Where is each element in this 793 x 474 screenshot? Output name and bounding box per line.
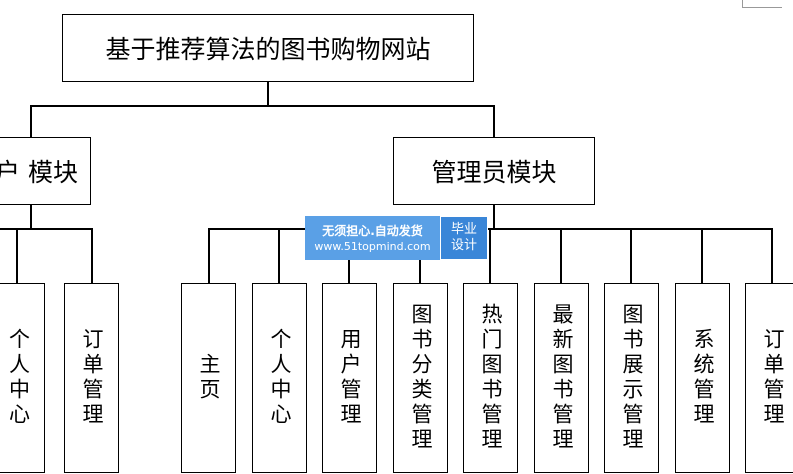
watermark-url: www.51topmind.com (314, 239, 431, 253)
connector-top-bus (30, 105, 494, 107)
connector-admin-child-6 (560, 228, 562, 284)
user-child-node-2-label: 订单管理 (80, 328, 104, 428)
root-node: 基于推荐算法的图书购物网站 (62, 14, 474, 82)
module-node-user-label: 用户 模块 (0, 158, 78, 187)
watermark-badge-line-2: 设计 (450, 238, 477, 253)
admin-child-node-3-label: 用户管理 (338, 328, 362, 428)
root-node-label: 基于推荐算法的图书购物网站 (105, 35, 431, 64)
admin-child-node-5: 热门图书管理 (463, 283, 518, 473)
connector-user-down (30, 204, 32, 229)
connector-admin-child-7 (630, 228, 632, 284)
connector-admin-child-1 (208, 228, 210, 284)
admin-child-node-3: 用户管理 (322, 283, 377, 473)
admin-child-node-4: 图书分类管理 (393, 283, 448, 473)
connector-user-up (30, 105, 32, 138)
watermark-text-block: 无须担心.自动发货 www.51topmind.com (305, 216, 440, 260)
admin-child-node-8: 系统管理 (675, 283, 730, 473)
admin-child-node-7: 图书展示管理 (604, 283, 659, 473)
admin-child-node-2-label: 个人中心 (268, 328, 292, 428)
watermark-slogan: 无须担心.自动发货 (322, 223, 423, 238)
connector-user-child-2 (91, 228, 93, 284)
admin-child-node-7-label: 图书展示管理 (620, 303, 644, 453)
connector-user-bus (0, 228, 92, 230)
user-child-node-2: 订单管理 (64, 283, 119, 473)
admin-child-node-8-label: 系统管理 (691, 328, 715, 428)
admin-child-node-6-label: 最新图书管理 (550, 303, 574, 453)
module-node-admin-label: 管理员模块 (431, 158, 557, 187)
connector-admin-child-8 (701, 228, 703, 284)
admin-child-node-9-label: 订单管理 (761, 328, 785, 428)
connector-admin-up (493, 105, 495, 138)
connector-root-down (267, 81, 269, 106)
watermark-banner: 无须担心.自动发货 www.51topmind.com 毕业 设计 (305, 216, 488, 260)
admin-child-node-6: 最新图书管理 (534, 283, 589, 473)
user-child-node-1: 个人中心 (0, 283, 45, 473)
admin-child-node-5-label: 热门图书管理 (479, 303, 503, 453)
connector-admin-down (493, 204, 495, 229)
admin-child-node-4-label: 图书分类管理 (409, 303, 433, 453)
module-node-admin: 管理员模块 (393, 137, 595, 205)
connector-admin-child-2 (278, 228, 280, 284)
user-child-node-1-label: 个人中心 (6, 328, 31, 428)
admin-child-node-2: 个人中心 (252, 283, 307, 473)
connector-admin-child-9 (771, 228, 773, 284)
connector-user-child-1 (16, 228, 18, 284)
admin-child-node-9: 订单管理 (745, 283, 793, 473)
module-node-user: 用户 模块 (0, 137, 91, 205)
watermark-badge: 毕业 设计 (440, 216, 488, 260)
admin-child-node-1: 主页 (181, 283, 236, 473)
page-corner-mark (742, 0, 782, 8)
admin-child-node-1-label: 主页 (197, 353, 221, 403)
connector-admin-child-5 (489, 228, 491, 284)
watermark-badge-line-1: 毕业 (450, 222, 477, 237)
